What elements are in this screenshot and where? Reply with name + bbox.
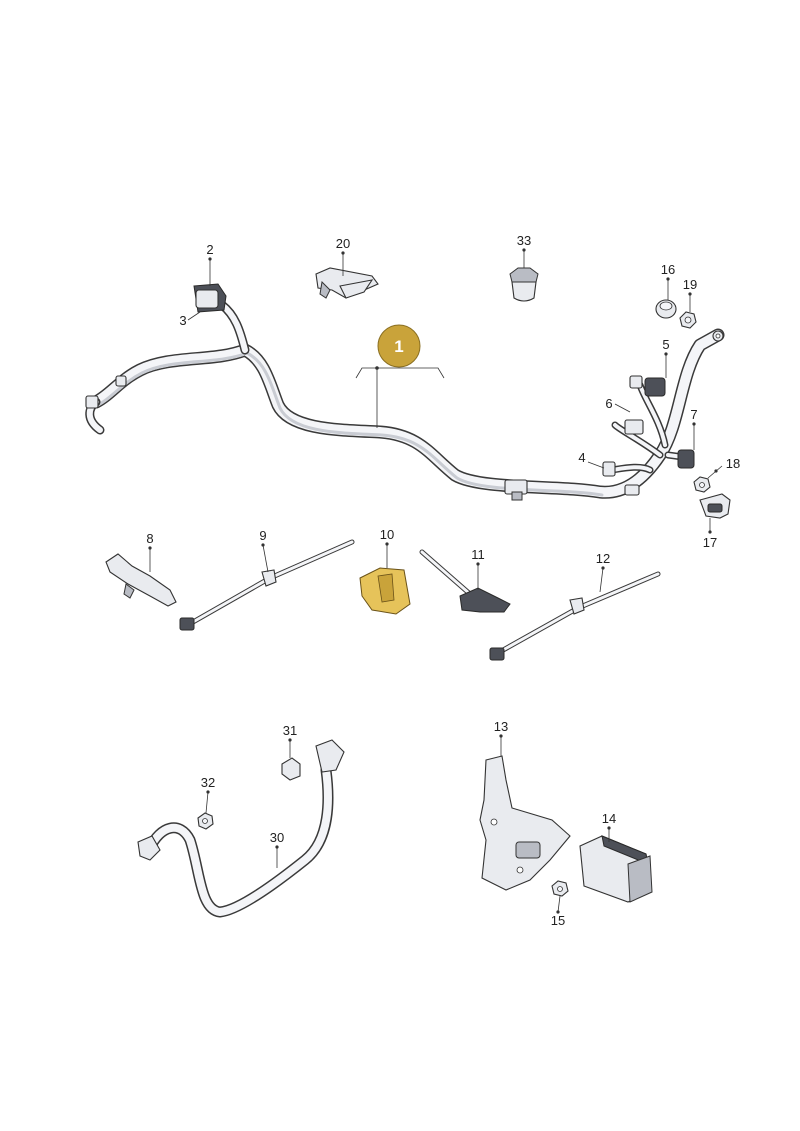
callout-7: 7 xyxy=(690,407,698,450)
svg-text:16: 16 xyxy=(661,262,675,277)
svg-text:3: 3 xyxy=(179,313,186,328)
svg-text:18: 18 xyxy=(726,456,740,471)
svg-text:13: 13 xyxy=(494,719,508,734)
callout-4: 4 xyxy=(578,450,605,469)
svg-text:8: 8 xyxy=(146,531,153,546)
callout-1-label: 1 xyxy=(394,337,403,356)
part-18-nut[interactable] xyxy=(693,476,711,493)
svg-text:17: 17 xyxy=(703,535,717,550)
svg-text:7: 7 xyxy=(690,407,697,422)
callout-10: 10 xyxy=(380,527,394,568)
part-32-nut[interactable] xyxy=(197,812,214,830)
callout-13: 13 xyxy=(494,719,508,756)
part-11-cable-tie-clip[interactable] xyxy=(419,549,511,613)
callout-20: 20 xyxy=(336,236,350,276)
callout-5: 5 xyxy=(662,337,670,378)
callout-30: 30 xyxy=(270,830,284,868)
main-wiring-harness[interactable] xyxy=(85,283,725,501)
callout-12: 12 xyxy=(596,551,610,593)
part-20-clip[interactable] xyxy=(315,267,379,299)
callout-2: 2 xyxy=(206,242,214,286)
callout-9: 9 xyxy=(259,528,269,573)
part-16-grommet[interactable] xyxy=(655,299,677,319)
svg-text:20: 20 xyxy=(336,236,350,251)
svg-text:6: 6 xyxy=(605,396,612,411)
callout-11: 11 xyxy=(471,547,485,590)
callout-14: 14 xyxy=(602,811,616,842)
svg-text:33: 33 xyxy=(517,233,531,248)
callout-31: 31 xyxy=(283,723,297,758)
callout-32: 32 xyxy=(201,775,215,814)
svg-text:31: 31 xyxy=(283,723,297,738)
part-13-bracket[interactable] xyxy=(479,755,571,891)
callout-3: 3 xyxy=(179,311,201,328)
part-19-nut[interactable] xyxy=(679,311,697,329)
callout-1-badge: 1 xyxy=(355,324,445,428)
svg-text:32: 32 xyxy=(201,775,215,790)
svg-text:11: 11 xyxy=(471,547,485,562)
callout-15: 15 xyxy=(551,895,565,928)
part-17-bracket[interactable] xyxy=(699,493,731,519)
part-10-clip[interactable] xyxy=(359,567,411,615)
svg-text:9: 9 xyxy=(259,528,266,543)
svg-text:14: 14 xyxy=(602,811,616,826)
svg-text:15: 15 xyxy=(551,913,565,928)
callout-18: 18 xyxy=(707,456,740,479)
callout-16: 16 xyxy=(661,262,675,300)
part-8-bracket[interactable] xyxy=(105,553,177,607)
callout-6: 6 xyxy=(605,396,631,413)
callout-33: 33 xyxy=(517,233,531,268)
svg-text:12: 12 xyxy=(596,551,610,566)
callout-8: 8 xyxy=(146,531,154,572)
svg-text:19: 19 xyxy=(683,277,697,292)
part-12-cable-tie[interactable] xyxy=(489,571,661,661)
part-15-nut[interactable] xyxy=(551,880,569,897)
svg-text:30: 30 xyxy=(270,830,284,845)
part-14-module[interactable] xyxy=(579,835,653,903)
callout-17: 17 xyxy=(703,518,717,550)
svg-text:10: 10 xyxy=(380,527,394,542)
part-30-ground-strap[interactable] xyxy=(137,739,345,918)
svg-text:5: 5 xyxy=(662,337,669,352)
part-31-nut[interactable] xyxy=(281,757,301,781)
svg-text:2: 2 xyxy=(206,242,213,257)
svg-text:4: 4 xyxy=(578,450,585,465)
part-9-cable-tie[interactable] xyxy=(179,539,355,631)
callout-19: 19 xyxy=(683,277,697,312)
part-33-plug[interactable] xyxy=(509,267,539,302)
